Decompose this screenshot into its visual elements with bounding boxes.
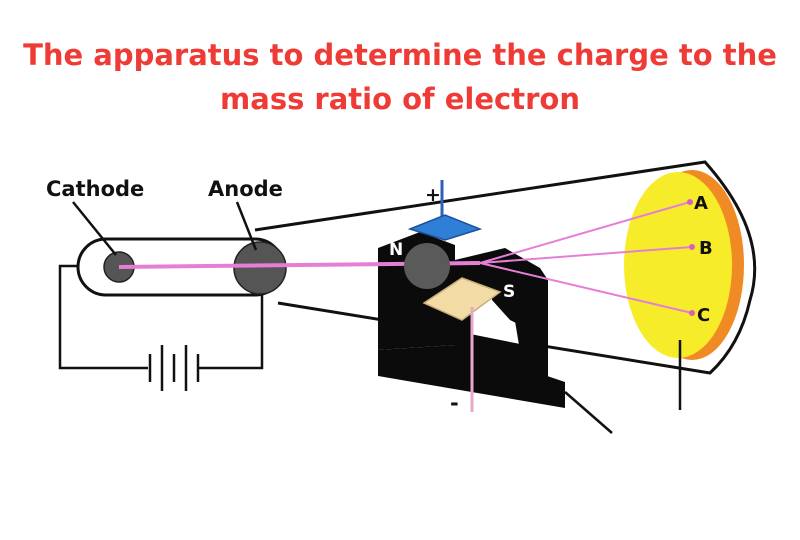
anode-label: Anode bbox=[208, 177, 283, 201]
south-label: S bbox=[503, 282, 515, 302]
magnet-south-face bbox=[492, 262, 540, 335]
battery-icon bbox=[148, 345, 200, 391]
plus-label: + bbox=[425, 184, 441, 206]
point-c-dot bbox=[689, 310, 695, 316]
north-label: N bbox=[389, 240, 403, 260]
tube-outline bbox=[254, 160, 757, 375]
point-a-dot bbox=[687, 199, 693, 205]
point-b-label: B bbox=[699, 238, 713, 259]
cathode-pointer bbox=[72, 201, 117, 256]
point-b-dot bbox=[689, 244, 695, 250]
positive-plate bbox=[407, 214, 483, 241]
diagram-title-line-2: mass ratio of electron bbox=[220, 82, 580, 116]
beam-to-b bbox=[479, 246, 693, 264]
anode-electrode bbox=[233, 241, 287, 295]
beam-to-a bbox=[479, 201, 691, 264]
cathode-label: Cathode bbox=[46, 177, 144, 201]
beam-to-c bbox=[479, 262, 693, 314]
anode-pointer bbox=[235, 201, 258, 251]
fluorescent-screen bbox=[624, 172, 732, 358]
magnet-support bbox=[564, 391, 613, 434]
negative-plate bbox=[422, 277, 502, 321]
point-c-label: C bbox=[697, 305, 710, 326]
north-pole bbox=[404, 243, 450, 289]
diagram-title-line-1: The apparatus to determine the charge to… bbox=[23, 38, 777, 72]
point-a-label: A bbox=[694, 193, 708, 214]
minus-label: - bbox=[450, 391, 459, 415]
